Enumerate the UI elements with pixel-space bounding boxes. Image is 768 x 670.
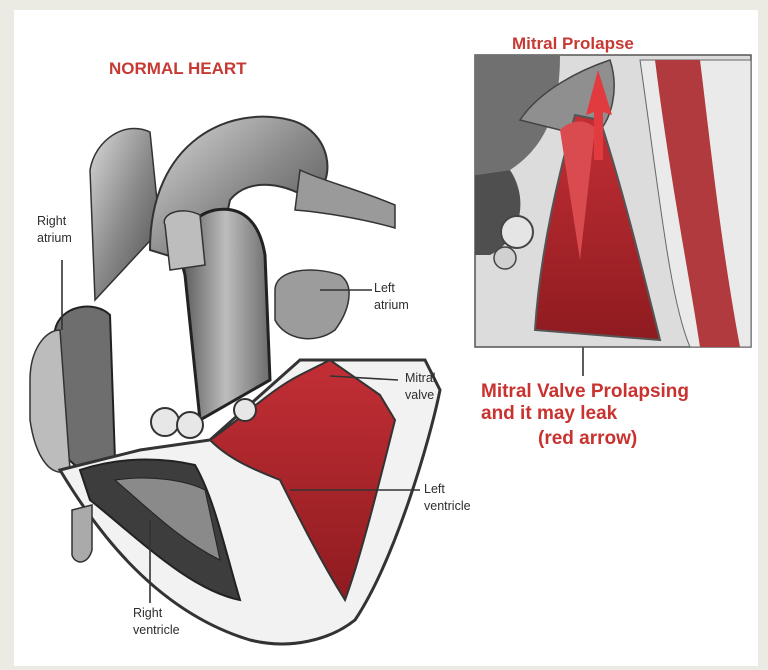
- normal-heart-drawing: [30, 117, 440, 644]
- label-left-atrium: Left atrium: [374, 280, 409, 314]
- label-mitral-valve: Mitral valve: [405, 370, 436, 404]
- prolapse-caption-line2: and it may leak: [481, 403, 617, 424]
- prolapse-caption-line3: (red arrow): [538, 428, 637, 449]
- prolapse-caption-line1: Mitral Valve Prolapsing: [481, 381, 689, 402]
- normal-heart-title: NORMAL HEART: [109, 59, 247, 79]
- prolapse-inset: [475, 55, 751, 347]
- label-right-ventricle: Right ventricle: [133, 605, 180, 639]
- mitral-prolapse-title: Mitral Prolapse: [512, 34, 634, 54]
- label-right-atrium: Right atrium: [37, 213, 72, 247]
- label-left-ventricle: Left ventricle: [424, 481, 471, 515]
